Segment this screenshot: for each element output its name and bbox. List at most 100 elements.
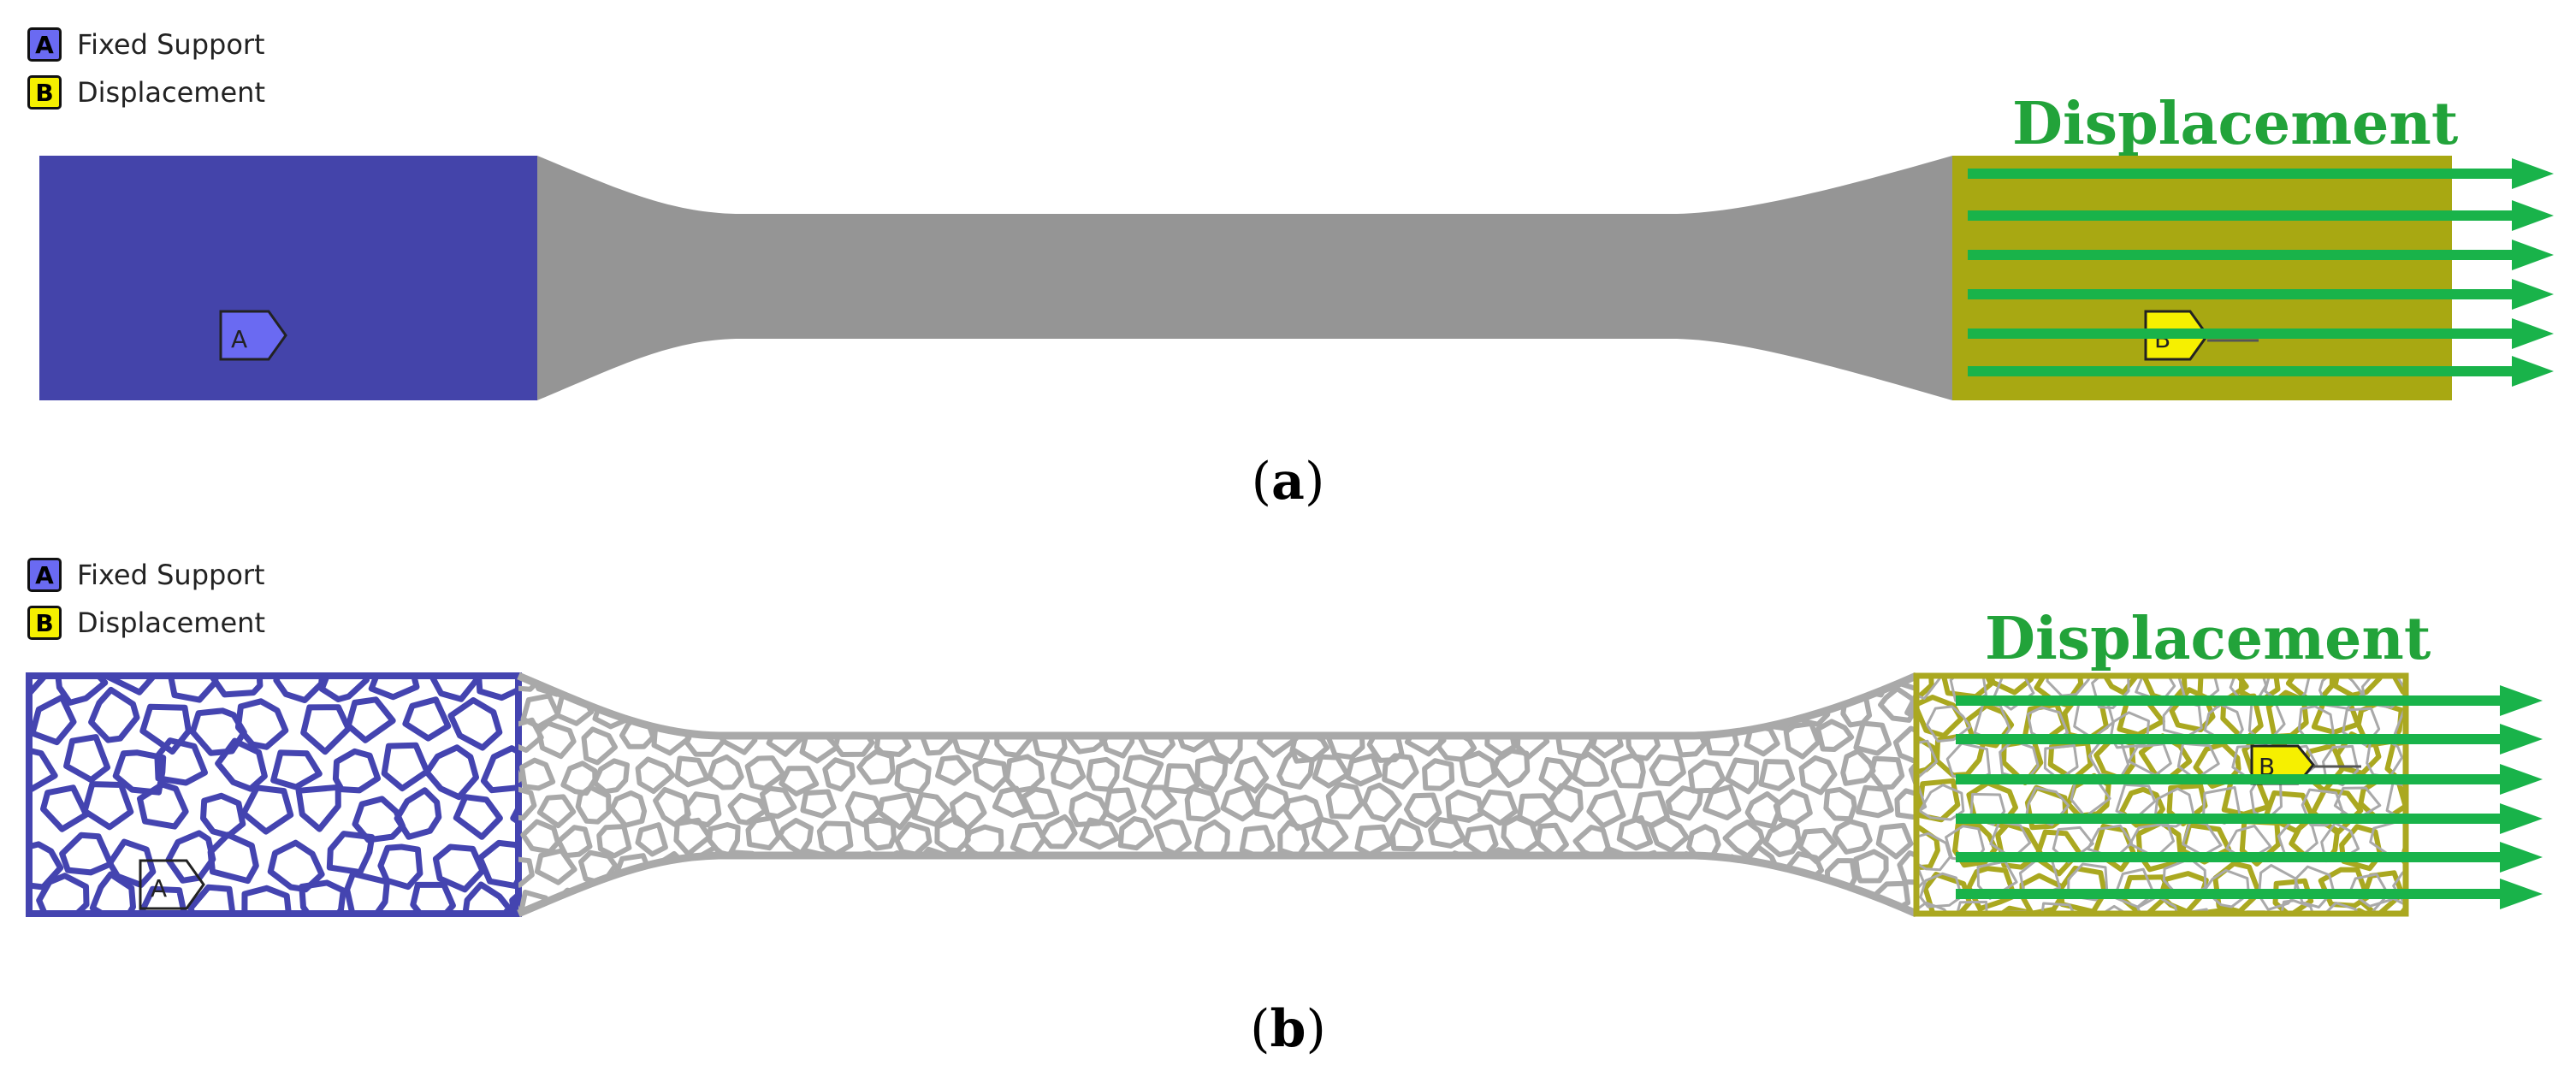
lattice-cell: [1836, 957, 1867, 987]
lattice-cell: [2127, 953, 2171, 991]
lattice-cell: [2443, 907, 2484, 948]
lattice-cell: [2127, 743, 2172, 777]
arrow-right-icon: [1956, 764, 2543, 795]
lattice-cell: [1085, 956, 1116, 986]
arrow-right-icon: [1956, 842, 2543, 873]
lattice-cell: [742, 954, 773, 981]
lattice-cell: [2238, 910, 2267, 914]
legend-item-fixed-support: A Fixed Support: [27, 21, 265, 68]
lattice-cell: [104, 676, 158, 695]
lattice-cell: [2450, 739, 2488, 776]
lattice-cell: [1536, 629, 1566, 660]
lattice-cell: [1922, 872, 1973, 914]
arrow-right-icon: [1968, 240, 2554, 270]
lattice-cell: [1147, 916, 1178, 949]
lattice-cell: [2280, 899, 2315, 914]
lattice-cell: [1234, 755, 1270, 794]
lattice-cell: [0, 889, 22, 932]
lattice-cell: [1401, 856, 1440, 892]
lattice-cell: [1307, 690, 1346, 724]
lattice-cell: [1874, 628, 1908, 661]
lattice-cell: [556, 825, 593, 859]
lattice-cell: [169, 920, 215, 963]
lattice-cell: [1352, 888, 1389, 914]
lattice-cell: [0, 665, 5, 705]
lattice-cell: [1163, 763, 1200, 795]
lattice-cell: [577, 676, 617, 694]
lattice-cell: [1220, 925, 1251, 954]
lattice-cell: [534, 924, 577, 975]
lattice-cell: [2271, 956, 2307, 996]
lattice-cell: [1815, 719, 1855, 752]
arrow-right-icon: [1956, 879, 2543, 909]
lattice-cell: [674, 755, 710, 788]
lattice-cell: [2064, 950, 2103, 991]
lattice-cell: [802, 676, 841, 689]
lattice-cell: [945, 676, 986, 698]
lattice-cell: [1063, 676, 1104, 689]
lattice-cell: [1199, 636, 1235, 666]
lattice-cell: [2117, 944, 2158, 985]
lattice-cell: [894, 758, 932, 795]
lattice-cell: [748, 690, 786, 723]
lattice-cell: [1549, 676, 1591, 700]
lattice-cell: [1193, 696, 1233, 734]
lattice-cell: [30, 606, 76, 649]
lattice-cell: [1797, 827, 1838, 865]
lattice-cell: [608, 676, 647, 695]
lattice-cell: [1834, 630, 1867, 660]
lattice-cell: [2067, 862, 2109, 902]
lattice-cell: [1086, 756, 1120, 792]
lattice-cell: [779, 766, 820, 796]
lattice-cell: [1724, 757, 1759, 795]
lattice-cell: [1175, 676, 1208, 696]
lattice-cell: [1020, 851, 1063, 891]
lattice-cell: [1610, 752, 1646, 789]
lattice-cell: [1740, 925, 1774, 954]
lattice-cell: [2294, 865, 2335, 908]
fixed-support-tag-icon: A: [139, 859, 205, 910]
lattice-cell: [804, 919, 838, 950]
lattice-cell: [666, 885, 702, 914]
lattice-cell: [2136, 895, 2178, 914]
lattice-cell: [1276, 884, 1314, 914]
legend: A Fixed Support B Displacement: [27, 551, 265, 647]
lattice-cell: [432, 843, 486, 893]
lattice-cell: [476, 676, 518, 701]
lattice-cell: [1916, 676, 1934, 698]
lattice-cell: [1798, 755, 1838, 796]
lattice-cell: [822, 757, 856, 792]
lattice-cell: [727, 908, 762, 914]
lattice-cell: [63, 734, 111, 784]
lattice-cell: [2158, 871, 2209, 914]
lattice-cell: [1626, 676, 1669, 697]
lattice-cell: [1916, 901, 1950, 914]
tag-a-label: A: [151, 874, 167, 903]
lattice-cell: [1762, 820, 1802, 858]
lattice-cell: [820, 631, 853, 663]
lattice-cell: [976, 627, 1009, 657]
lattice-cell: [1051, 955, 1083, 983]
lattice-cell: [1874, 949, 1920, 985]
lattice-cell: [316, 934, 365, 978]
lattice-cell: [1492, 748, 1531, 789]
lattice-cell: [410, 881, 456, 914]
lattice-cell: [539, 912, 579, 914]
lattice-cell: [2393, 707, 2406, 744]
lattice-cell: [1964, 953, 2004, 994]
lattice-cell: [1257, 921, 1288, 956]
panel-a-solid-model: A Fixed Support B Displacement A B: [0, 0, 2576, 530]
lattice-cell: [1403, 920, 1437, 950]
lattice-cell: [139, 703, 192, 755]
lattice-cell: [2042, 917, 2088, 954]
lattice-cell: [1128, 953, 1158, 981]
lattice-cell: [744, 755, 786, 791]
lattice-cell: [1002, 887, 1041, 914]
lattice-cell: [609, 790, 648, 828]
lattice-cell: [1233, 696, 1273, 734]
lattice-cell: [40, 784, 90, 832]
lattice-cell: [1694, 879, 1726, 914]
lattice-cell: [2292, 946, 2334, 982]
caption-a: (a): [1251, 452, 1325, 512]
lattice-cell: [509, 891, 518, 914]
